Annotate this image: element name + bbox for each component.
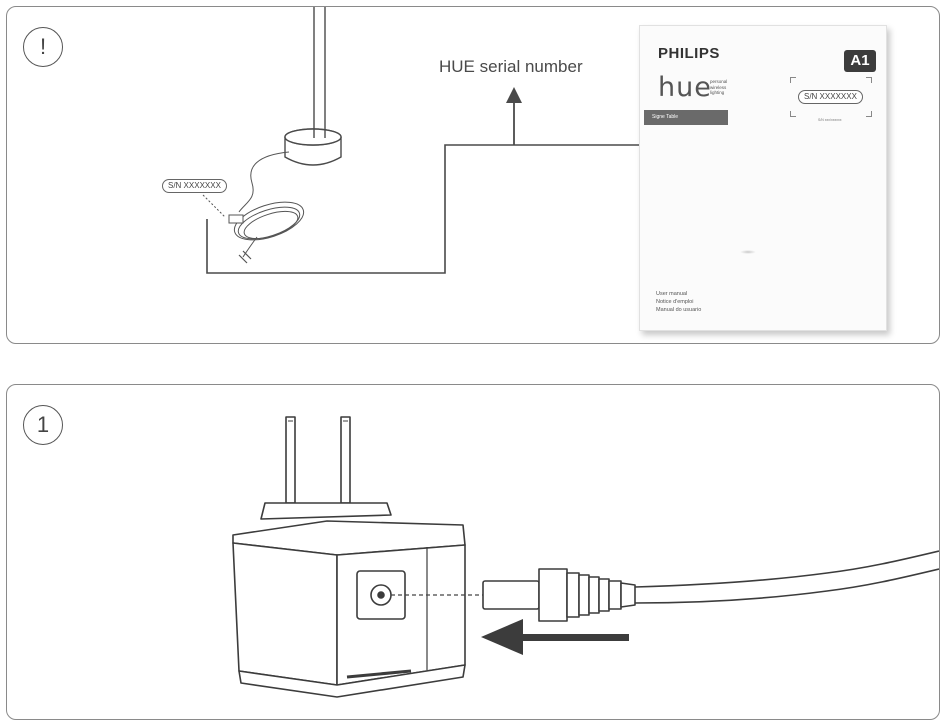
manual-tagline: personal wireless lighting: [710, 79, 728, 95]
arrow-left-icon: [481, 619, 629, 655]
step-one-icon: 1: [23, 405, 63, 445]
manual-serial-tag: S/N XXXXXXX: [798, 90, 863, 104]
arrow-up-icon: [506, 87, 522, 145]
manual-product: hue: [658, 72, 712, 103]
manual-serial-caption: S/N xxx/xxxxxx: [818, 118, 842, 122]
power-adapter-illustration: [232, 416, 466, 698]
coiled-cable-illustration: [228, 151, 305, 264]
manual-language-en: User manual: [656, 291, 688, 297]
info-panel-serial: ! S/N XXXXXXX: [6, 6, 940, 344]
manual-smudge: [740, 250, 756, 254]
lamp-base-illustration: [284, 7, 342, 166]
manual-model-badge: A1: [844, 50, 876, 72]
manual-language-pt: Manual do usuario: [656, 307, 702, 313]
step-warning-icon: !: [23, 27, 63, 67]
dc-plug-illustration: [482, 550, 939, 622]
hue-serial-number-label: HUE serial number: [439, 57, 583, 76]
cable-serial-tag: S/N XXXXXXX: [162, 179, 227, 193]
manual-languages: User manual Notice d'emploi Manual do us…: [656, 290, 701, 314]
step-panel-connect-adapter: 1: [6, 384, 940, 720]
manual-product-name-bar: Signe Table: [644, 110, 728, 125]
manual-serial-frame: [790, 77, 872, 117]
user-manual-booklet: PHILIPS hue personal wireless lighting S…: [639, 25, 887, 331]
manual-brand: PHILIPS: [658, 45, 720, 62]
adapter-connection-illustration: [232, 416, 939, 698]
manual-language-fr: Notice d'emploi: [656, 299, 694, 305]
